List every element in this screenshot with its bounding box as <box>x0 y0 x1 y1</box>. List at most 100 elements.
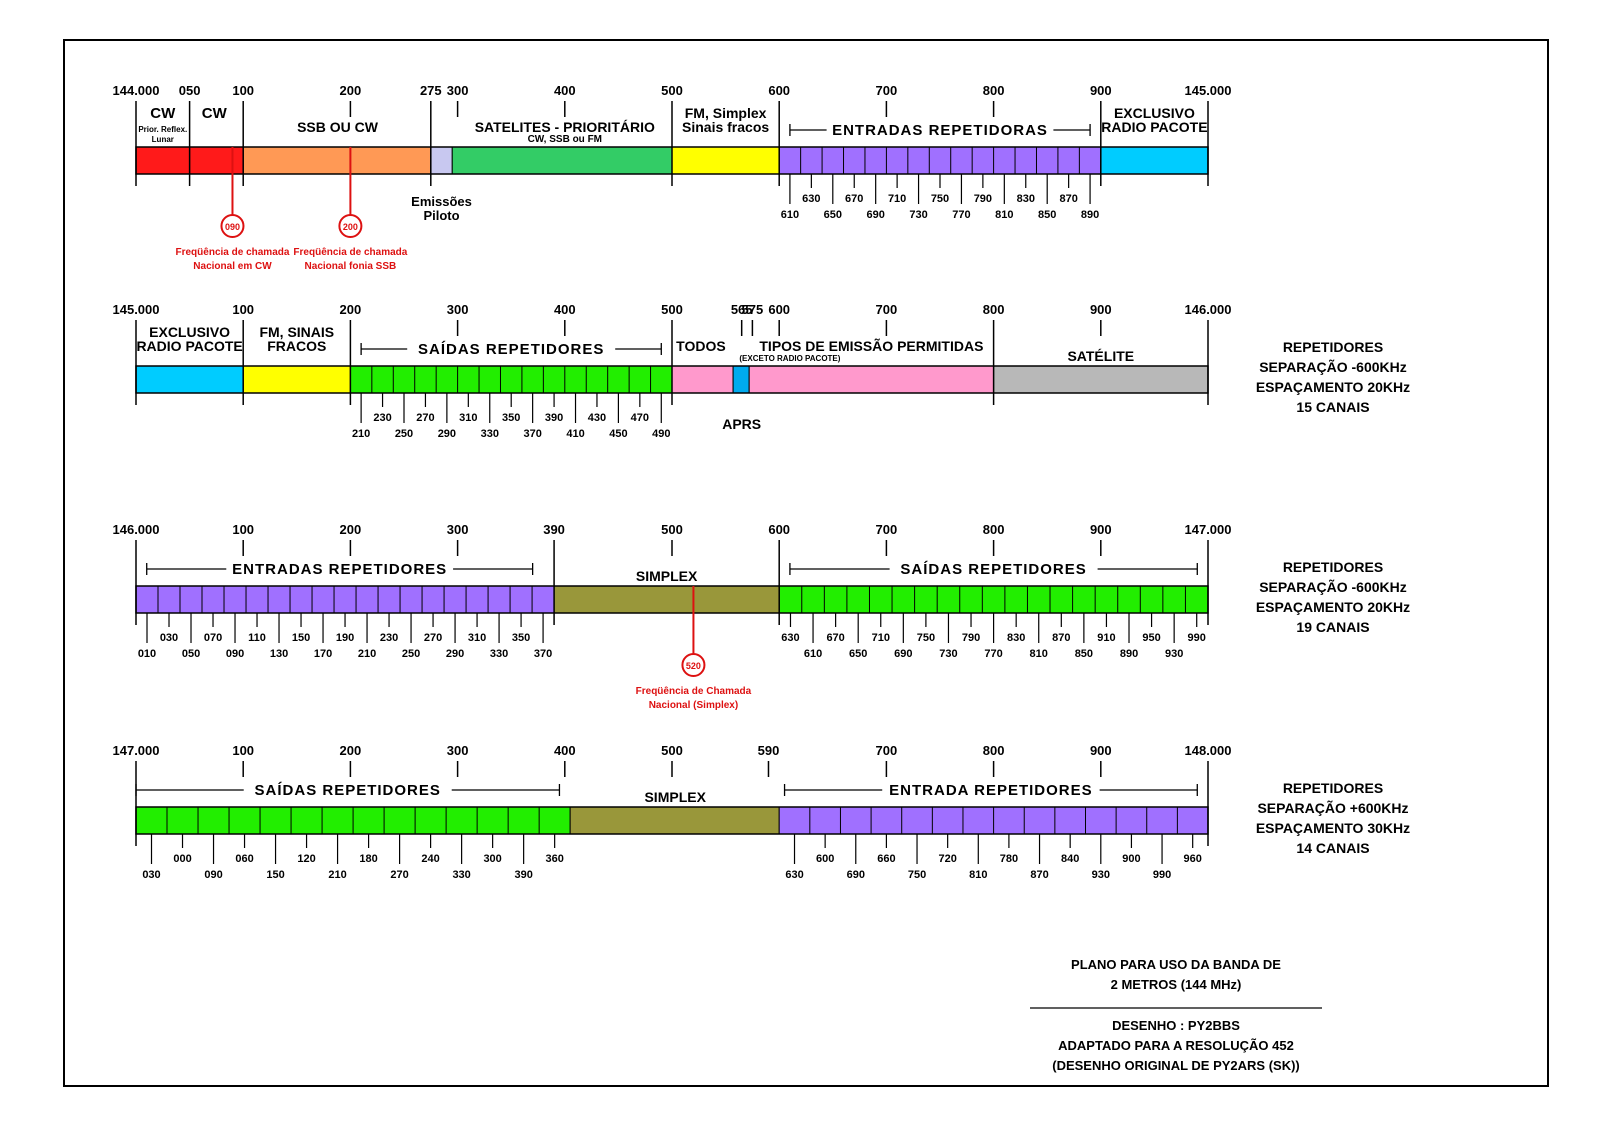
span-label: SAÍDAS REPETIDORES <box>418 341 604 358</box>
channel-label: 000 <box>173 853 191 865</box>
frequency-label: 300 <box>447 522 469 537</box>
repeater-info: SEPARAÇÃO -600KHz <box>1259 358 1407 375</box>
band-segment <box>135 585 555 614</box>
channel-label: 750 <box>917 632 935 644</box>
frequency-label: 200 <box>340 522 362 537</box>
channel-label: 010 <box>138 648 156 660</box>
footer-title-line2: 2 METROS (144 MHz) <box>1111 977 1242 992</box>
channel-label: 430 <box>588 412 606 424</box>
channel-label: 890 <box>1120 648 1138 660</box>
channel-label: 790 <box>962 632 980 644</box>
segment-label: Sinais fracos <box>682 119 769 135</box>
aprs-label: APRS <box>722 416 761 432</box>
frequency-label: 600 <box>768 83 790 98</box>
band-segment <box>748 365 995 394</box>
channel-label: 310 <box>468 632 486 644</box>
segment-label: FRACOS <box>267 338 326 354</box>
channel-label: 770 <box>984 648 1002 660</box>
frequency-label: 400 <box>554 302 576 317</box>
frequency-label: 200 <box>340 302 362 317</box>
channel-label: 170 <box>314 648 332 660</box>
channel-label: 650 <box>849 648 867 660</box>
channel-label: 150 <box>292 632 310 644</box>
channel-label: 370 <box>534 648 552 660</box>
frequency-label: 144.000 <box>113 83 160 98</box>
frequency-label: 700 <box>876 83 898 98</box>
band-segment <box>242 365 351 394</box>
channel-label: 050 <box>182 648 200 660</box>
channel-label: 350 <box>512 632 530 644</box>
channel-label: 270 <box>390 869 408 881</box>
channel-label: 090 <box>204 869 222 881</box>
channel-label: 150 <box>266 869 284 881</box>
band-segment <box>778 146 1102 175</box>
channel-label: 710 <box>872 632 890 644</box>
channel-label: 270 <box>424 632 442 644</box>
span-label: SAÍDAS REPETIDORES <box>900 561 1086 578</box>
channel-label: 330 <box>490 648 508 660</box>
frequency-label: 800 <box>983 743 1005 758</box>
channel-label: 490 <box>652 428 670 440</box>
band-segment <box>1100 146 1209 175</box>
band-segment <box>569 806 780 835</box>
frequency-label: 600 <box>768 302 790 317</box>
segment-label: FM, Simplex <box>685 105 767 121</box>
segment-label: EXCLUSIVO <box>1114 105 1195 121</box>
call-frequency-value: 200 <box>343 222 358 232</box>
channel-label: 990 <box>1153 869 1171 881</box>
frequency-label: 900 <box>1090 522 1112 537</box>
channel-label: 960 <box>1184 853 1202 865</box>
channel-label: 600 <box>816 853 834 865</box>
segment-label: SATELITES - PRIORITÁRIO <box>475 119 655 135</box>
channel-label: 630 <box>781 632 799 644</box>
footer-title-line1: PLANO PARA USO DA BANDA DE <box>1071 957 1281 972</box>
segment-label: CW, SSB ou FM <box>528 134 602 145</box>
channel-label: 360 <box>545 853 563 865</box>
segment-label: SSB OU CW <box>297 119 379 135</box>
call-frequency-note: Freqüência de chamada <box>176 247 290 258</box>
band-segment <box>671 365 734 394</box>
repeater-info: ESPAÇAMENTO 20KHz <box>1256 599 1410 615</box>
channel-label: 750 <box>931 193 949 205</box>
frequency-label: 565 <box>731 302 753 317</box>
channel-label: 730 <box>909 209 927 221</box>
call-frequency-circle <box>338 214 363 238</box>
channel-label: 210 <box>352 428 370 440</box>
pilot-label: Piloto <box>423 208 459 223</box>
channel-label: 030 <box>142 869 160 881</box>
channel-label: 670 <box>826 632 844 644</box>
repeater-info: ESPAÇAMENTO 30KHz <box>1256 820 1410 836</box>
channel-label: 250 <box>402 648 420 660</box>
channel-label: 240 <box>421 853 439 865</box>
channel-label: 950 <box>1142 632 1160 644</box>
frequency-label: 200 <box>340 83 362 98</box>
frequency-label: 800 <box>983 522 1005 537</box>
channel-label: 330 <box>481 428 499 440</box>
frequency-label: 700 <box>876 302 898 317</box>
call-frequency-note: Nacional (Simplex) <box>649 700 738 711</box>
frequency-label: 200 <box>340 743 362 758</box>
segment-label: SIMPLEX <box>636 568 698 584</box>
channel-label: 830 <box>1007 632 1025 644</box>
frequency-label: 275 <box>420 83 442 98</box>
footer-credit-line2: ADAPTADO PARA A RESOLUÇÃO 452 <box>1058 1038 1294 1053</box>
channel-label: 090 <box>226 648 244 660</box>
channel-label: 370 <box>523 428 541 440</box>
frequency-label: 400 <box>554 83 576 98</box>
frequency-label: 590 <box>758 743 780 758</box>
footer-credit-line1: DESENHO : PY2BBS <box>1112 1018 1240 1033</box>
channel-label: 330 <box>452 869 470 881</box>
frequency-label: 900 <box>1090 302 1112 317</box>
frequency-label: 575 <box>742 302 764 317</box>
band-segment <box>135 146 191 175</box>
segment-label: CW <box>150 105 176 122</box>
repeater-info: REPETIDORES <box>1283 780 1383 796</box>
channel-label: 690 <box>894 648 912 660</box>
repeater-info: SEPARAÇÃO +600KHz <box>1257 799 1408 816</box>
band-segment <box>349 365 673 394</box>
channel-label: 350 <box>502 412 520 424</box>
channel-label: 660 <box>877 853 895 865</box>
